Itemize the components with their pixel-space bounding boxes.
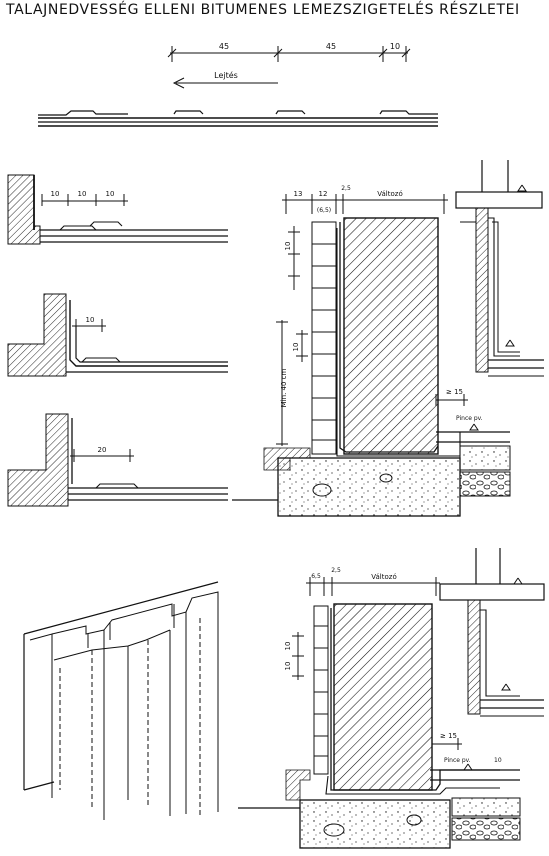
corner-detail-3: 20 bbox=[7, 413, 228, 507]
corner1-dim-2: 10 bbox=[78, 190, 87, 198]
slope-arrow: Lejtés bbox=[172, 70, 278, 89]
w1-dim-25: 2,5 bbox=[341, 185, 351, 192]
page-title: TALAJNEDVESSÉG ELLENI BITUMENES LEMEZSZI… bbox=[6, 2, 520, 18]
w2-floor-label: Pince pv. bbox=[444, 757, 471, 764]
membrane-laps bbox=[38, 110, 438, 127]
w1-height-label: Min. 40 cm bbox=[280, 368, 288, 407]
wall-section-1: 13 12 2,5 Változó (6,5) 10 bbox=[232, 185, 511, 517]
slope-label: Lejtés bbox=[214, 70, 238, 80]
w1-side-dim-1: 10 bbox=[284, 242, 292, 251]
w2-side-dim-2: 10 bbox=[284, 662, 292, 671]
corner-detail-1: 10 10 10 bbox=[7, 174, 228, 245]
corner1-dim-3: 10 bbox=[106, 190, 115, 198]
w1-floor-label: Pince pv. bbox=[456, 415, 483, 422]
corner-detail-2: 10 bbox=[7, 293, 228, 377]
w2-floor-dim: 10 bbox=[494, 757, 502, 764]
w1-dim-13: 13 bbox=[294, 190, 303, 198]
w2-brick-wall bbox=[313, 605, 329, 775]
w1-dim-12: 12 bbox=[319, 190, 328, 198]
corner1-dim-1: 10 bbox=[51, 190, 60, 198]
w1-brick-wall bbox=[311, 221, 337, 455]
top-dimension-line: 45 45 10 bbox=[167, 42, 411, 62]
w2-dim-25: 2,5 bbox=[331, 567, 341, 574]
top-dim-3: 10 bbox=[390, 42, 400, 51]
w1-overlap-label: ≥ 15 bbox=[446, 388, 463, 396]
corner3-dim: 20 bbox=[98, 446, 107, 454]
key-section-1 bbox=[455, 160, 544, 377]
corner2-dim: 10 bbox=[86, 316, 95, 324]
perspective-panel bbox=[23, 581, 219, 820]
w2-dim-variable: Változó bbox=[371, 573, 396, 581]
top-dim-1: 45 bbox=[219, 42, 229, 51]
wall-section-2: 6,5 2,5 Változó 10 10 bbox=[238, 567, 521, 849]
w2-overlap-label: ≥ 15 bbox=[440, 732, 457, 740]
key-section-2 bbox=[439, 548, 545, 717]
w1-sub-dim: (6,5) bbox=[317, 207, 331, 214]
w1-dim-variable: Változó bbox=[377, 190, 402, 198]
top-strip: 45 45 10 Lejtés bbox=[38, 42, 438, 127]
w2-dim-65: 6,5 bbox=[311, 573, 321, 580]
w2-side-dim-1: 10 bbox=[284, 642, 292, 651]
w1-side-dim-2: 10 bbox=[292, 343, 300, 352]
top-dim-2: 45 bbox=[326, 42, 336, 51]
